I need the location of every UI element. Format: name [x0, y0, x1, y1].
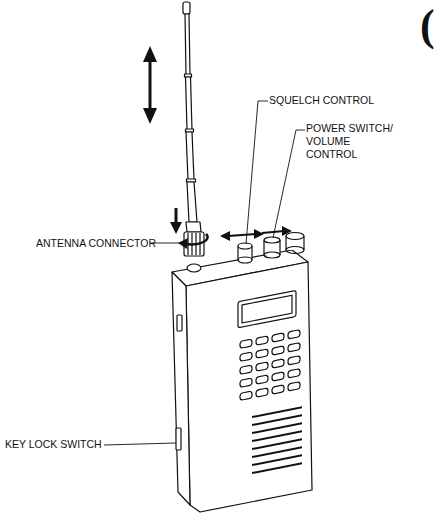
antenna-part: [186, 222, 201, 232]
cropped-character: (: [420, 4, 435, 48]
keypad-part: [288, 343, 300, 352]
speaker-grille-part: [252, 431, 302, 441]
move-arrows-part: [228, 234, 256, 236]
speaker-grille: [252, 407, 302, 473]
knobs: [187, 233, 304, 273]
keypad-part: [240, 365, 252, 374]
leader-lines-part: [104, 443, 176, 445]
radio-body-part: [172, 272, 190, 505]
move-arrows-part: [143, 108, 157, 124]
knobs-part: [187, 264, 201, 272]
front-panel-part: [238, 290, 296, 327]
radio-body-part: [186, 262, 312, 512]
knobs-part: [238, 243, 252, 249]
keypad-part: [256, 336, 268, 345]
speaker-grille-part: [252, 455, 302, 465]
antenna-part: [183, 2, 190, 14]
speaker-grille-part: [252, 447, 302, 457]
keypad-part: [256, 349, 268, 358]
keypad-part: [272, 333, 284, 342]
keypad-part: [272, 346, 284, 355]
keypad-part: [272, 372, 284, 381]
antenna-connector-drawing-part: [186, 234, 208, 244]
antenna-part: [186, 77, 193, 130]
move-arrows-part: [170, 222, 182, 234]
part-name: KEY LOCK SWITCH: [5, 438, 102, 451]
antenna-part: [185, 14, 190, 75]
move-arrows-part: [220, 231, 230, 241]
antenna: [183, 2, 201, 232]
knobs-part: [286, 247, 304, 254]
leader-lines-part: [246, 101, 268, 244]
move-arrows-part: [262, 231, 284, 233]
part-name: SQUELCH CONTROL: [269, 94, 374, 107]
radio-body-part: [176, 428, 181, 450]
antenna-part: [187, 182, 197, 222]
move-arrows-part: [143, 46, 157, 62]
radio-body-part: [177, 315, 182, 331]
leader-lines: [104, 101, 305, 445]
keypad-part: [288, 382, 300, 391]
speaker-grille-part: [252, 407, 302, 417]
knobs-part: [279, 240, 280, 255]
keypad: [240, 330, 300, 401]
keypad-part: [288, 369, 300, 378]
keypad-part: [240, 339, 252, 348]
move-arrows-part: [149, 58, 152, 112]
knobs-part: [237, 246, 238, 260]
knobs-part: [251, 246, 252, 260]
speaker-grille-part: [252, 415, 302, 425]
keypad-part: [240, 378, 252, 387]
keypad-part: [272, 359, 284, 368]
front-panel-part: [242, 295, 292, 323]
antenna-connector-drawing-part: [178, 238, 188, 249]
move-arrows-part: [175, 208, 178, 224]
antenna-connector-drawing: [178, 232, 208, 256]
antenna-part: [186, 132, 194, 180]
part-name: ANTENNA CONNECTOR: [36, 237, 156, 250]
keypad-part: [288, 356, 300, 365]
radio-body: [172, 250, 312, 512]
knobs-part: [263, 240, 264, 255]
knobs-part: [264, 237, 280, 243]
move-arrows-part: [254, 229, 264, 239]
move-arrows: [143, 46, 292, 241]
keypad-part: [256, 388, 268, 397]
part-name: POWER SWITCH/ VOLUME CONTROL: [306, 122, 402, 161]
knobs-part: [285, 236, 286, 250]
keypad-part: [240, 352, 252, 361]
keypad-part: [256, 362, 268, 371]
keypad-part: [240, 391, 252, 400]
speaker-grille-part: [252, 439, 302, 449]
knobs-part: [238, 257, 252, 263]
speaker-grille-part: [252, 463, 302, 473]
leader-lines-part: [273, 130, 305, 238]
knobs-part: [303, 236, 304, 250]
knobs-part: [286, 233, 304, 240]
keypad-part: [256, 375, 268, 384]
keypad-part: [288, 330, 300, 339]
front-panel: [238, 289, 302, 475]
keypad-part: [272, 385, 284, 394]
knobs-part: [264, 252, 280, 258]
speaker-grille-part: [252, 423, 302, 433]
